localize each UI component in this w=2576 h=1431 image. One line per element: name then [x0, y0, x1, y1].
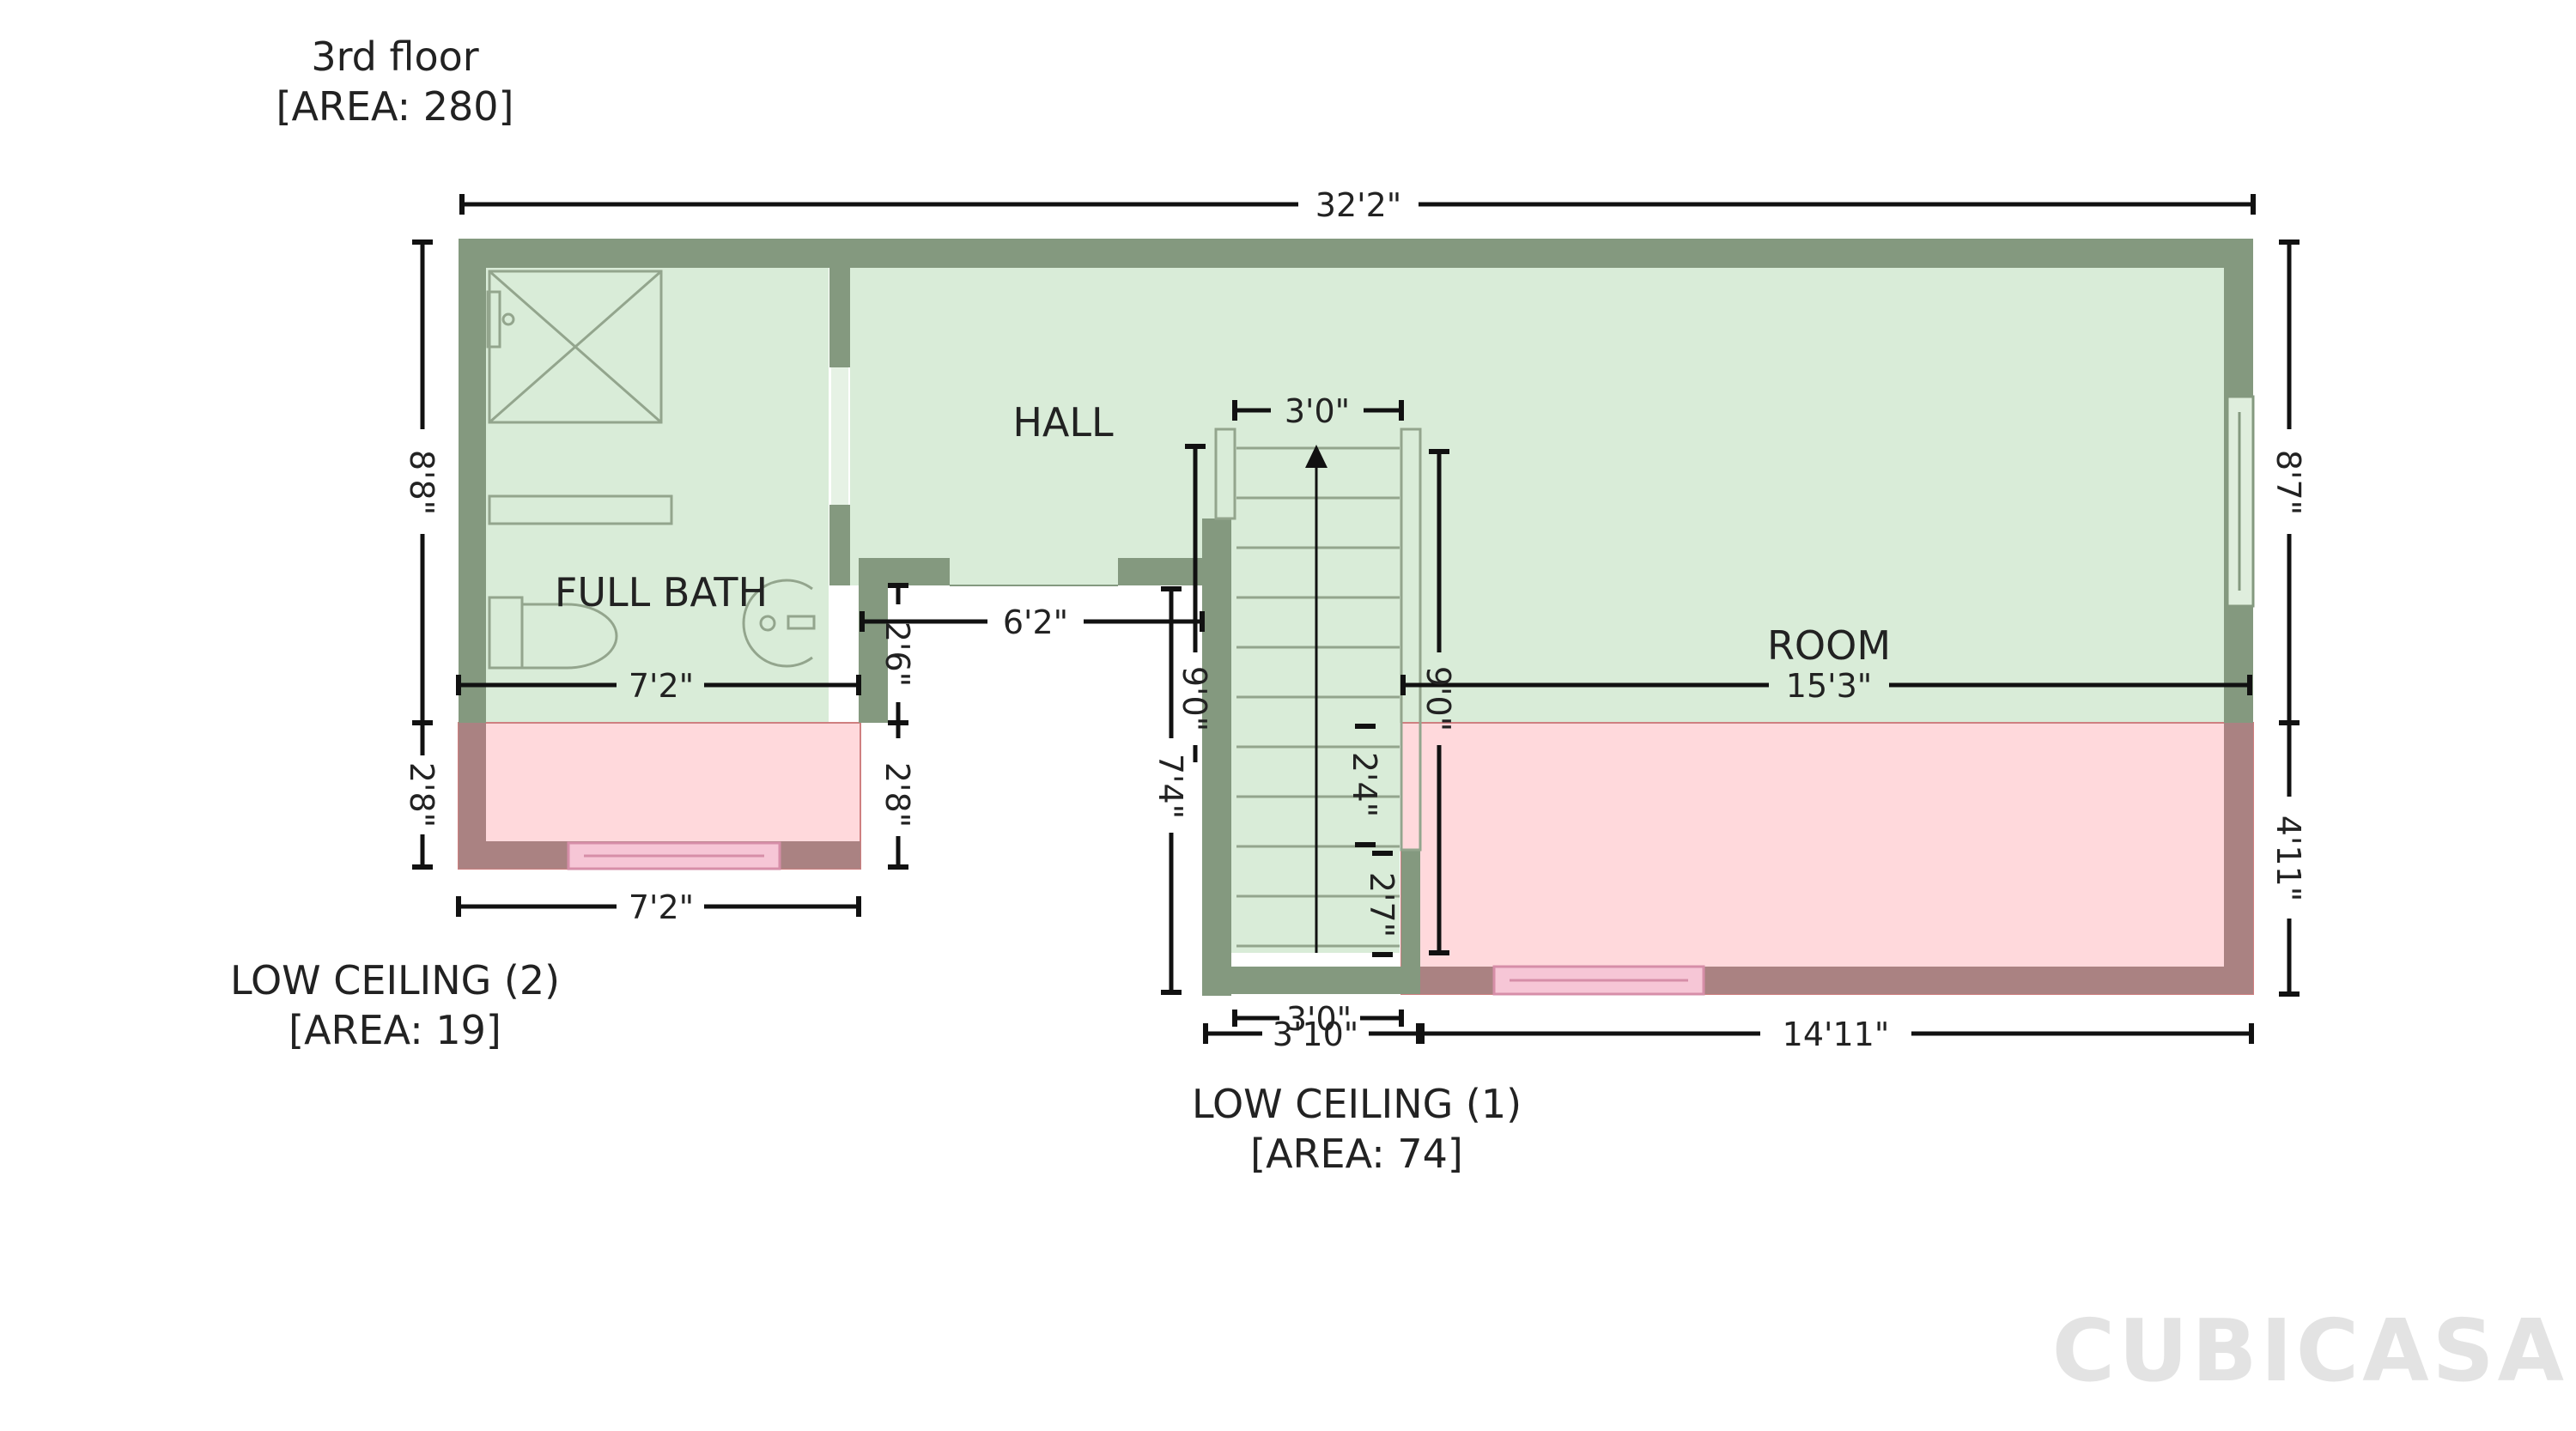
dim-room-low-width: 14'11" [1783, 1016, 1890, 1053]
wall-stair-right [1401, 850, 1420, 994]
dim-bath-low-height-right: 2'8" [878, 762, 916, 828]
wall-bath-hall-lower [829, 505, 850, 585]
low-ceiling-1-title: LOW CEILING (1) [1192, 1081, 1522, 1127]
dim-left-height: 8'8" [403, 450, 440, 515]
room-label-full-bath: FULL BATH [555, 569, 768, 615]
bath-door-opening [831, 367, 848, 505]
stair-rail-left [1214, 427, 1236, 520]
dim-bath-low-width: 7'2" [629, 888, 694, 926]
dim-stair-mid-lower: 2'7" [1363, 872, 1400, 937]
dim-stair-left-lower: 7'4" [1151, 754, 1189, 819]
cubicasa-logo: CUBICASA [2052, 1301, 2567, 1401]
dim-right-height: 8'7" [2269, 450, 2307, 515]
dim-stair-mid-upper: 2'4" [1346, 752, 1383, 817]
stair-floor [1228, 429, 1400, 953]
wall-hall-bottom-left [859, 558, 950, 585]
dim-room-width: 15'3" [1786, 667, 1872, 705]
shower-cross [489, 270, 662, 424]
floor-fills [485, 268, 2224, 953]
low-ceiling-1-area-label: [AREA: 74] [1250, 1131, 1463, 1177]
low-ceiling-2-area-label: [AREA: 19] [289, 1007, 501, 1053]
stair-rail-right [1400, 427, 1422, 852]
low-ceiling-2-title: LOW CEILING (2) [230, 957, 560, 1004]
stair-up-arrow [1305, 445, 1327, 468]
floor-area: [AREA: 280] [276, 83, 514, 130]
dim-stair-width-top: 3'0" [1285, 392, 1350, 430]
dim-stair-left-upper: 9'0" [1176, 666, 1213, 731]
low-ceiling-1-area [1400, 722, 2254, 995]
wall-stair-left [1202, 518, 1231, 996]
dim-stair-right: 9'0" [1419, 666, 1457, 731]
sink-faucet [787, 615, 816, 630]
room-label-room: ROOM [1767, 622, 1891, 669]
dim-right-low-height: 4'11" [2269, 816, 2307, 901]
low-wall-segment [2224, 723, 2253, 994]
shower-head [501, 312, 515, 326]
dim-stair-low-width: 3'10" [1273, 1016, 1358, 1053]
wall-left [459, 239, 486, 723]
room-floor [1400, 268, 2224, 723]
shower-valve [486, 290, 501, 349]
floor-title: 3rd floor [311, 33, 478, 80]
low-ceiling-areas [458, 722, 2254, 996]
stair-steps [1236, 446, 1400, 948]
dim-overall-width: 32'2" [1315, 186, 1401, 224]
wall-bath-hall-upper [829, 268, 850, 367]
towel-bar [488, 494, 673, 525]
toilet-bowl [520, 603, 618, 670]
room-label-hall: HALL [1012, 399, 1114, 446]
dim-left-low-height: 2'8" [403, 762, 440, 828]
dim-stair-width-bottom: 3'0" [1286, 1000, 1352, 1038]
walls [459, 239, 2255, 996]
dimension-lines [412, 194, 2300, 1044]
staircase [1214, 427, 1422, 953]
wall-stair-bottom [1202, 967, 1419, 994]
wall-top [459, 239, 2253, 268]
sink [742, 579, 813, 668]
dim-hall-width: 6'2" [1003, 603, 1068, 641]
dimension-labels: 32'2" 8'8" 2'8" 7'2" 7'2" 2'6" 2'8" 6'2"… [403, 186, 2307, 1053]
dim-hall-notch: 2'6" [878, 622, 916, 687]
sink-drain [759, 615, 776, 632]
dim-bath-width: 7'2" [629, 667, 694, 705]
bath-fixtures [486, 270, 816, 670]
